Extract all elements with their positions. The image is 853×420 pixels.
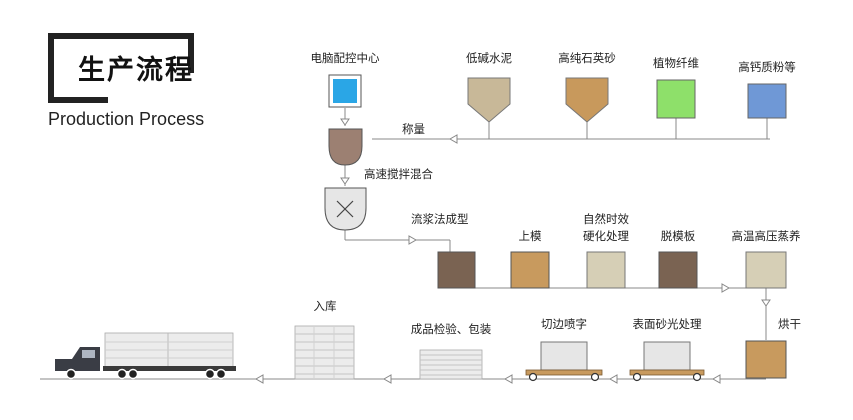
truck-wheel-front [65, 368, 77, 380]
weighing-hopper [328, 128, 363, 166]
label-fiber: 植物纤维 [653, 56, 699, 70]
mixer-cross-b [336, 200, 354, 218]
sanding-wheel-right [692, 372, 702, 382]
label-quartz: 高纯石英砂 [558, 51, 616, 65]
label-curing-2: 硬化处理 [583, 229, 629, 243]
cutting-cart [525, 369, 603, 376]
title-chinese: 生产流程 [78, 55, 194, 86]
truck-wheel-mid-b [127, 368, 139, 380]
label-pc-control: 电脑配控中心 [311, 51, 380, 65]
truck-wheel-rear-a [204, 368, 216, 380]
cutting-board [540, 341, 588, 371]
board-autoclave [745, 251, 787, 289]
label-weighing: 称量 [402, 122, 425, 136]
sanding-wheel-left [632, 372, 642, 382]
title-frame-right [188, 33, 194, 73]
title-frame-bottom [48, 97, 108, 103]
board-forming [437, 251, 476, 289]
cement-silo [467, 77, 511, 123]
title-frame-top [48, 33, 193, 39]
label-calcium: 高钙质粉等 [738, 60, 796, 74]
label-demold: 脱模板 [661, 229, 696, 243]
calcium-bin [747, 83, 787, 119]
board-mold [510, 251, 550, 289]
label-sanding: 表面砂光处理 [633, 317, 702, 331]
board-curing [586, 251, 626, 289]
label-autoclave: 高温高压蒸养 [732, 229, 801, 243]
cutting-wheel-left [528, 372, 538, 382]
label-cement: 低碱水泥 [466, 51, 512, 65]
delivery-truck [55, 332, 236, 380]
title-english: Production Process [48, 109, 205, 129]
packing-stack [419, 349, 483, 380]
label-flow-forming: 流浆法成型 [411, 212, 469, 226]
title-frame-left [48, 33, 54, 103]
label-curing-1: 自然时效 [583, 212, 629, 226]
label-cutting: 切边喷字 [541, 317, 587, 331]
quartz-silo [565, 77, 609, 123]
fiber-bin [656, 79, 696, 119]
sanding-board [643, 341, 691, 371]
label-drying: 烘干 [778, 317, 801, 331]
board-drying [745, 340, 787, 379]
label-packing: 成品检验、包装 [411, 322, 492, 336]
label-mixing: 高速搅拌混合 [364, 167, 433, 181]
label-mold: 上模 [519, 229, 542, 243]
storage-stack [294, 325, 355, 380]
sanding-cart [629, 369, 705, 376]
label-storage: 入库 [314, 299, 337, 313]
board-demold [658, 251, 698, 289]
monitor-screen [333, 79, 357, 103]
truck-wheel-mid-a [116, 368, 128, 380]
truck-wheel-rear-b [215, 368, 227, 380]
cutting-wheel-right [590, 372, 600, 382]
